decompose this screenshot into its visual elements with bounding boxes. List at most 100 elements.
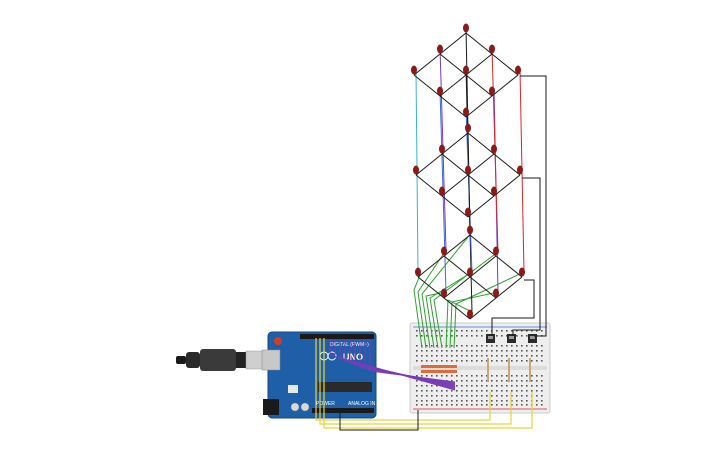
breadboard-hole: [456, 385, 458, 387]
breadboard-hole: [421, 335, 423, 337]
breadboard-hole: [496, 350, 498, 352]
breadboard-hole: [466, 380, 468, 382]
led[interactable]: [517, 165, 523, 175]
breadboard-hole: [476, 385, 478, 387]
breadboard-hole: [486, 330, 488, 332]
led[interactable]: [515, 65, 521, 75]
breadboard-hole: [456, 360, 458, 362]
breadboard-hole: [501, 380, 503, 382]
led[interactable]: [463, 107, 469, 117]
breadboard-hole: [486, 350, 488, 352]
layer-wires[interactable]: [491, 75, 547, 337]
breadboard-hole: [436, 395, 438, 397]
led[interactable]: [465, 207, 471, 217]
led[interactable]: [467, 267, 473, 277]
breadboard-hole: [521, 350, 523, 352]
led[interactable]: [489, 44, 495, 54]
breadboard-holes: [416, 330, 543, 406]
breadboard-hole: [466, 390, 468, 392]
breadboard[interactable]: [409, 322, 551, 414]
breadboard-hole: [431, 390, 433, 392]
led[interactable]: [467, 309, 473, 319]
breadboard-hole: [521, 400, 523, 402]
cube-frame-line: [441, 132, 469, 155]
arduino-uno-board[interactable]: UNO DIGITAL (PWM~) POWER ANALOG IN: [261, 331, 377, 419]
led[interactable]: [467, 225, 473, 235]
led[interactable]: [439, 144, 445, 154]
breadboard-hole: [496, 335, 498, 337]
breadboard-hole: [416, 335, 418, 337]
led[interactable]: [489, 86, 495, 96]
led[interactable]: [519, 267, 525, 277]
led[interactable]: [413, 165, 419, 175]
breadboard-hole: [461, 355, 463, 357]
breadboard-hole: [506, 390, 508, 392]
breadboard-hole: [476, 400, 478, 402]
breadboard-hole: [506, 385, 508, 387]
green-wires[interactable]: [413, 231, 525, 349]
breadboard-hole: [496, 375, 498, 377]
usb-cable[interactable]: [176, 349, 269, 371]
led[interactable]: [465, 123, 471, 133]
breadboard-hole: [501, 375, 503, 377]
breadboard-hole: [536, 355, 538, 357]
breadboard-hole: [526, 404, 528, 406]
digital-header: [300, 334, 374, 339]
transistor-2[interactable]: [507, 334, 516, 343]
led[interactable]: [491, 144, 497, 154]
led[interactable]: [441, 288, 447, 298]
breadboard-hole: [451, 345, 453, 347]
breadboard-hole: [456, 404, 458, 406]
cube-frame-line: [467, 153, 495, 176]
breadboard-hole: [476, 345, 478, 347]
breadboard-hole: [481, 355, 483, 357]
breadboard-hole: [491, 360, 493, 362]
breadboard-hole: [476, 330, 478, 332]
breadboard-hole: [541, 360, 543, 362]
breadboard-hole: [501, 385, 503, 387]
breadboard-hole: [481, 395, 483, 397]
breadboard-hole: [506, 350, 508, 352]
breadboard-hole: [471, 385, 473, 387]
breadboard-hole: [506, 400, 508, 402]
breadboard-hole: [506, 395, 508, 397]
cube-frame-line: [469, 297, 497, 320]
cube-frame-line: [441, 153, 469, 176]
breadboard-hole: [496, 395, 498, 397]
led[interactable]: [415, 267, 421, 277]
breadboard-hole: [481, 360, 483, 362]
led[interactable]: [493, 288, 499, 298]
led[interactable]: [465, 165, 471, 175]
reset-button[interactable]: [274, 337, 282, 345]
led[interactable]: [437, 86, 443, 96]
breadboard-hole: [471, 355, 473, 357]
cube-frame-line: [469, 276, 497, 299]
breadboard-hole: [416, 385, 418, 387]
breadboard-hole: [536, 390, 538, 392]
led[interactable]: [493, 246, 499, 256]
breadboard-hole: [516, 360, 518, 362]
cube-frame-line: [417, 276, 445, 299]
breadboard-hole: [421, 385, 423, 387]
breadboard-hole: [521, 390, 523, 392]
breadboard-hole: [486, 355, 488, 357]
led[interactable]: [463, 65, 469, 75]
breadboard-hole: [491, 395, 493, 397]
breadboard-hole: [481, 330, 483, 332]
led[interactable]: [439, 186, 445, 196]
breadboard-hole: [416, 330, 418, 332]
breadboard-hole: [486, 360, 488, 362]
ground-wire[interactable]: [339, 410, 419, 431]
yellow-wires[interactable]: [315, 338, 533, 429]
breadboard-hole: [441, 404, 443, 406]
purple-wires[interactable]: [329, 340, 456, 391]
led[interactable]: [437, 44, 443, 54]
transistor-1[interactable]: [486, 334, 495, 343]
cube-frame-line: [469, 234, 497, 257]
led[interactable]: [441, 246, 447, 256]
transistor-3[interactable]: [528, 334, 537, 343]
led[interactable]: [491, 186, 497, 196]
cube-frame-line: [467, 132, 495, 155]
led[interactable]: [411, 65, 417, 75]
led[interactable]: [463, 23, 469, 33]
